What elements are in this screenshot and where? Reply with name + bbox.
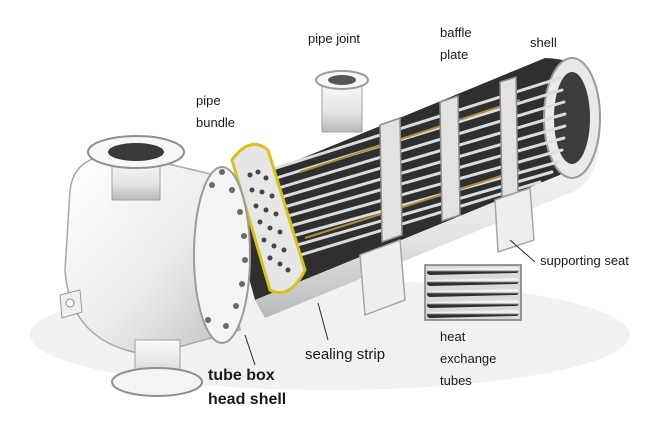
- label-pipe-joint: pipe joint: [308, 28, 360, 50]
- label-tube-box-head-shell: tube box head shell: [208, 364, 286, 412]
- label-heat-exchange-line3: tubes: [440, 373, 472, 388]
- label-head-shell: head shell: [208, 391, 287, 408]
- heat-exchange-tubes-inset: [424, 264, 522, 321]
- label-heat-exchange-line1: heat: [440, 329, 466, 344]
- tie-rods: [299, 99, 521, 239]
- label-baffle-plate-line1: baffle: [440, 25, 472, 40]
- label-pipe-bundle-line2: bundle: [196, 115, 236, 130]
- supporting-seats: [359, 186, 535, 317]
- pipe-joint: [315, 70, 369, 133]
- label-pipe-bundle-line1: pipe: [196, 93, 221, 108]
- head-top-nozzle: [87, 135, 185, 201]
- label-shell-text: shell: [530, 35, 557, 50]
- label-tube-box: tube box: [208, 367, 275, 384]
- head-bottom-nozzle: [111, 339, 203, 397]
- label-baffle-plate: baffle plate: [440, 22, 472, 66]
- tube-box-head-shell: [59, 153, 251, 356]
- leader-lines: [244, 239, 536, 366]
- label-pipe-bundle: pipe bundle: [196, 90, 235, 134]
- label-heat-exchange-tubes: heat exchange tubes: [440, 326, 496, 392]
- baffle-plates: [379, 75, 519, 244]
- label-heat-exchange-line2: exchange: [440, 351, 497, 366]
- label-supporting-seat-text: supporting seat: [540, 253, 629, 268]
- label-pipe-joint-text: pipe joint: [308, 31, 361, 46]
- label-sealing-strip: sealing strip: [305, 344, 385, 366]
- label-sealing-strip-text: sealing strip: [305, 346, 386, 363]
- label-baffle-plate-line2: plate: [440, 47, 469, 62]
- tube-sheet: [230, 142, 307, 294]
- label-supporting-seat: supporting seat: [540, 250, 629, 272]
- label-shell: shell: [530, 32, 557, 54]
